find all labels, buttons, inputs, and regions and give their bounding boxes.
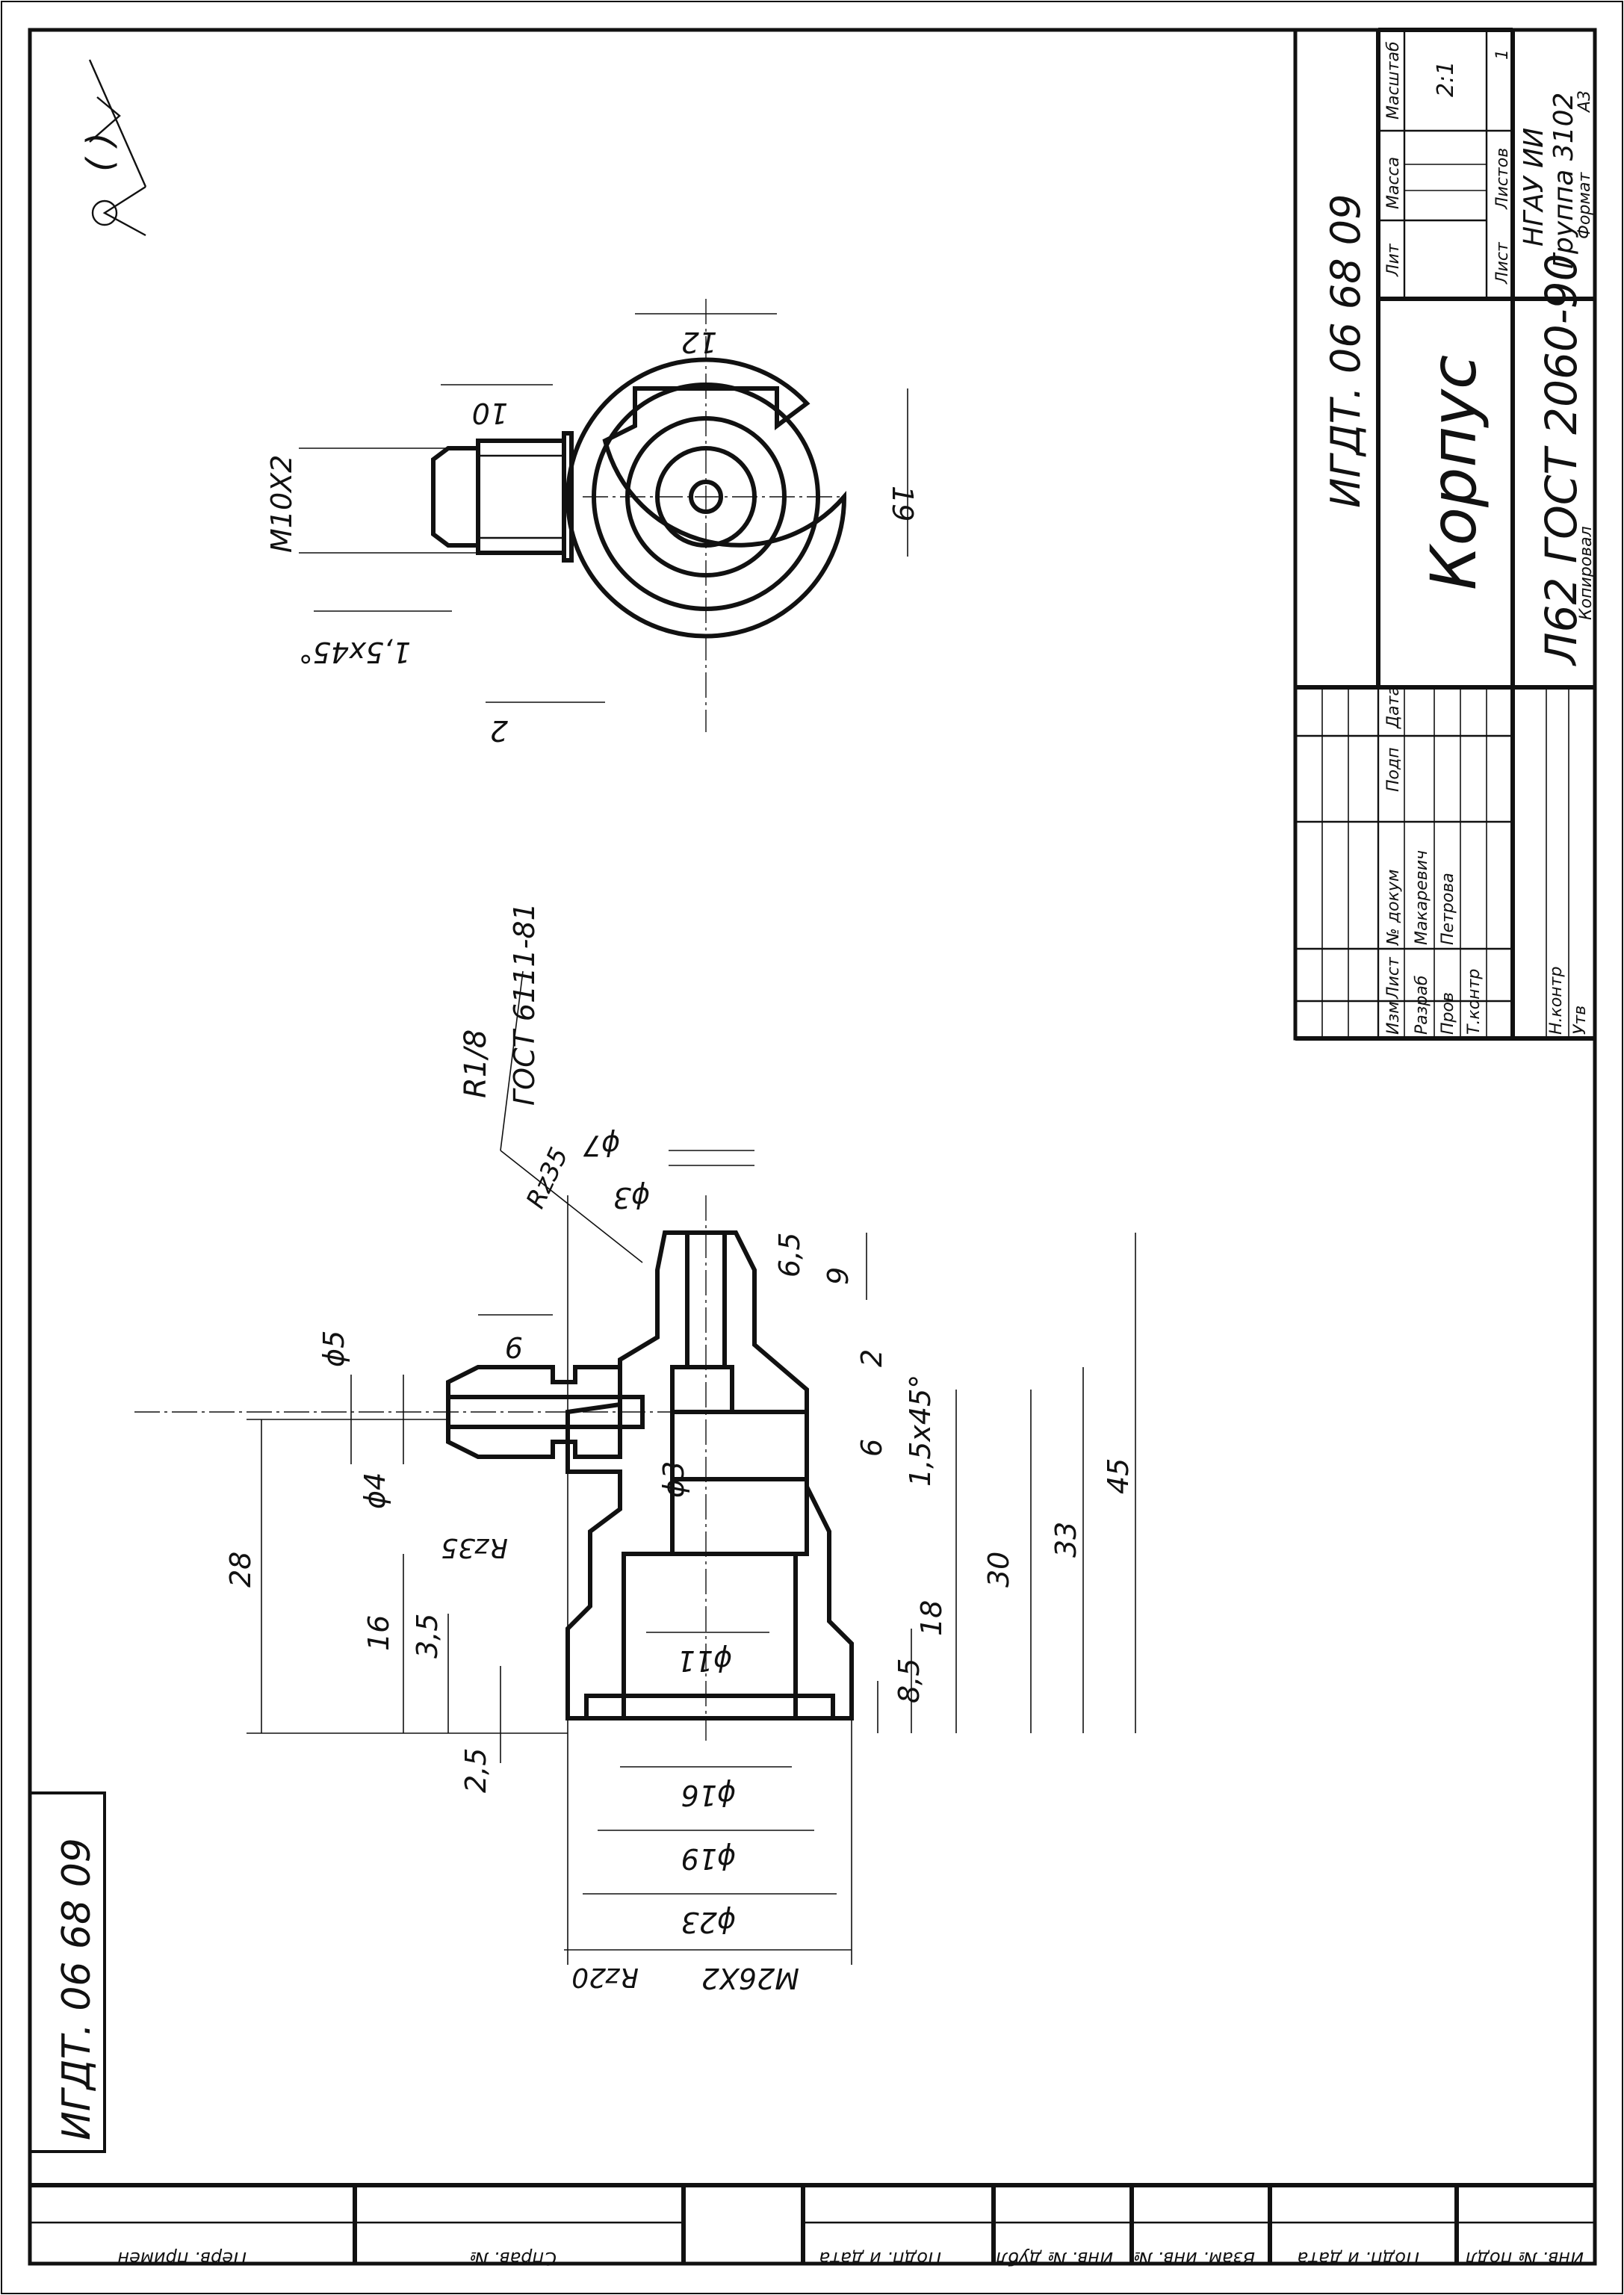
dim-45: 45: [1102, 1458, 1135, 1494]
col-list-label: Лист: [1384, 956, 1403, 1000]
rz20-label: Rz20: [571, 1962, 639, 1992]
end-dim-2: 2: [490, 714, 508, 747]
end-dim-12: 12: [681, 326, 717, 359]
inst-inv-label: Взам. инв. №: [1133, 2248, 1255, 2269]
end-view: [299, 299, 908, 732]
title-block: [1293, 28, 1597, 1041]
role-check: Пров: [1439, 992, 1457, 1035]
format-label: Формат: [1575, 172, 1594, 239]
org-line-1: НГАУ ИИ: [1519, 128, 1549, 247]
col-mass-label: Масса: [1384, 157, 1403, 209]
col-scale-label: Масштаб: [1384, 41, 1403, 120]
dim-phi7: ϕ7: [583, 1129, 620, 1162]
col-lit-label: Лит: [1384, 243, 1403, 277]
part-name: Корпус: [1417, 355, 1490, 590]
col-doc-label: № докум: [1384, 870, 1403, 946]
end-chamfer: 1,5х45°: [299, 636, 411, 669]
side-stamp-designation: ИГДТ. 06 68 09: [55, 1838, 99, 2140]
org-line-2: Группа 3102: [1549, 93, 1579, 269]
end-dim-10: 10: [472, 397, 508, 430]
col-sheets-label: Листов: [1493, 148, 1512, 210]
dim-chamfer-main: 1,5х45°: [904, 1375, 937, 1487]
dim-30: 30: [982, 1552, 1015, 1588]
orig-inv-label: Инв. № подл: [1466, 2248, 1584, 2269]
drawing-frame: [28, 28, 1597, 2266]
col-date-label: Дата: [1384, 686, 1403, 729]
sheets-count: 1: [1493, 49, 1512, 60]
scale-value: 2:1: [1433, 61, 1459, 97]
designation-title: ИГДТ. 06 68 09: [1322, 194, 1369, 508]
main-view-dimensions: [247, 970, 1136, 1965]
copied-label: Копировал: [1577, 526, 1596, 620]
dim-phi3-bore: ϕ3: [657, 1461, 690, 1498]
end-dim-19: 19: [886, 486, 919, 521]
dim-phi23: ϕ23: [681, 1906, 736, 1939]
name-check: Петрова: [1439, 873, 1457, 945]
ref-no-label: Справ. №: [469, 2248, 557, 2269]
dim-16: 16: [362, 1615, 395, 1651]
format-value: А3: [1575, 90, 1594, 114]
dim-phi5: ϕ5: [317, 1331, 350, 1367]
dim-phi11: ϕ11: [678, 1644, 732, 1677]
r1-8-label: R1/8: [459, 1029, 493, 1098]
roughness-symbol: [88, 59, 147, 237]
dim-6: 6: [855, 1439, 888, 1457]
material: Л62 ГОСТ 2060-90: [1536, 253, 1587, 666]
roughness-bracket: ( ): [79, 132, 121, 172]
sign-date-2-label: Подп. и дата: [1298, 2248, 1420, 2269]
dim-phi4: ϕ4: [359, 1472, 391, 1509]
end-thread-m10: М10Х2: [265, 455, 298, 553]
dim-2-5: 2,5: [459, 1748, 492, 1793]
dim-6-5: 6,5: [773, 1233, 806, 1277]
first-use-label: Перв. примен: [117, 2248, 247, 2269]
dim-9-spigot: 9: [505, 1331, 523, 1363]
bottom-strip: [30, 2183, 1595, 2264]
dim-33: 33: [1050, 1522, 1082, 1558]
name-dev: Макаревич: [1413, 850, 1431, 945]
dim-9-head: 9: [822, 1267, 855, 1285]
dim-phi3-top: ϕ3: [613, 1181, 650, 1214]
role-tcontrol: Т.контр: [1465, 969, 1484, 1035]
col-sheet-label: Лист: [1493, 241, 1512, 285]
role-ncontrol: Н.контр: [1547, 967, 1566, 1035]
thread-m26: М26Х2: [701, 1962, 799, 1995]
role-dev: Разраб: [1413, 976, 1431, 1035]
dim-phi16: ϕ16: [681, 1779, 736, 1812]
rz35-left: Rz35: [441, 1532, 508, 1563]
dim-3-5: 3,5: [411, 1614, 444, 1658]
side-stamp-box: [28, 1791, 106, 2153]
main-view: [134, 1195, 854, 1741]
dim-18: 18: [915, 1600, 948, 1636]
dup-inv-label: Инв. № дубл: [996, 2248, 1113, 2269]
dim-8-5: 8,5: [893, 1658, 926, 1703]
gost-thread-label: ГОСТ 6111-81: [508, 902, 541, 1106]
dim-phi19: ϕ19: [681, 1842, 736, 1875]
role-approve: Утв: [1571, 1006, 1590, 1035]
dim-28: 28: [224, 1552, 257, 1588]
col-sign-label: Подп: [1384, 747, 1403, 792]
col-izm-label: Изм: [1384, 1001, 1403, 1035]
dim-2: 2: [855, 1349, 888, 1367]
sign-date-1-label: Подп. и дата: [819, 2248, 942, 2269]
